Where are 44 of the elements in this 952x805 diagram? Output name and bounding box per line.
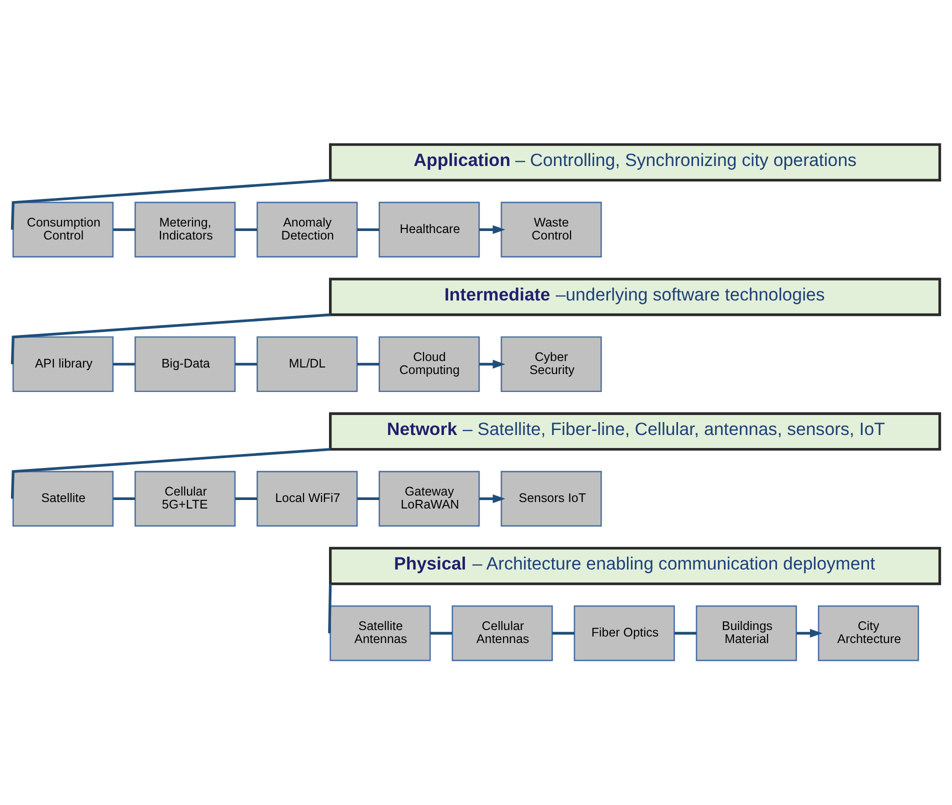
connector <box>552 632 574 635</box>
node-box: Fiber Optics <box>574 605 675 662</box>
connector <box>235 362 258 366</box>
connector <box>357 497 380 500</box>
connector <box>235 228 258 231</box>
node-box: Consumption Control <box>12 202 114 258</box>
connector <box>10 313 330 364</box>
connector <box>328 584 332 634</box>
node-box: Anomaly Detection <box>256 202 358 258</box>
connector <box>113 228 136 231</box>
connector <box>10 178 330 230</box>
connector <box>674 632 696 635</box>
node-box: Satellite Antennas <box>330 605 431 662</box>
node-box: ML/DL <box>256 336 358 392</box>
node-box: Physical – Architecture enabling communication deployment <box>328 546 942 586</box>
connector <box>113 362 136 366</box>
node-box: Satellite <box>12 470 114 527</box>
connector <box>430 632 452 635</box>
arrow <box>479 360 506 369</box>
node-box: Cyber Security <box>500 336 602 392</box>
arrow <box>796 628 822 638</box>
node-box: Network – Satellite, Fiber-line, Cellular, antennas, sensors, IoT <box>328 412 942 451</box>
connector <box>357 228 380 231</box>
connector <box>113 497 136 500</box>
connector <box>235 497 258 500</box>
node-box: City Archtecture <box>818 605 920 662</box>
node-box: Cellular Antennas <box>452 605 553 662</box>
node-box: Gateway LoRaWAN <box>378 470 480 527</box>
connector <box>357 362 380 366</box>
node-box: Intermediate –underlying software technologies <box>328 278 942 316</box>
node-box: Cloud Computing <box>378 336 480 392</box>
node-box: API library <box>12 336 114 392</box>
node-box: Cellular 5G+LTE <box>134 470 236 527</box>
node-box: Big-Data <box>134 336 236 392</box>
arrow <box>479 225 506 234</box>
node-box: Healthcare <box>378 202 480 258</box>
node-box: Sensors IoT <box>500 470 602 527</box>
node-box: Waste Control <box>500 202 602 258</box>
node-box: Buildings Material <box>696 605 797 662</box>
node-box: Application – Controlling, Synchronizing city operations <box>328 143 942 182</box>
node-box: Metering, Indicators <box>134 202 236 258</box>
node-box: Local WiFi7 <box>256 470 358 527</box>
connector <box>10 448 330 499</box>
arrow <box>479 494 506 504</box>
